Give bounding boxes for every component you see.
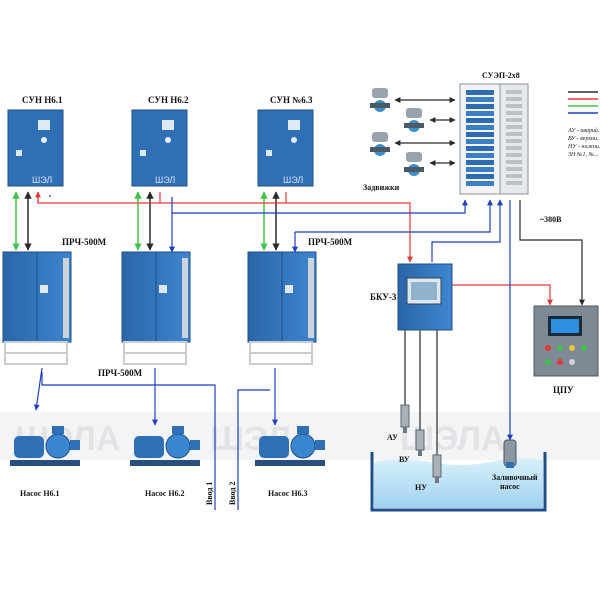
valve-icon <box>370 132 390 156</box>
suep-terminal <box>506 153 522 157</box>
suep-module <box>466 125 494 130</box>
pump-3: Насос Н6.3 <box>255 426 325 498</box>
legend-text: НУ - нижни... <box>567 144 600 150</box>
suep-terminal <box>506 104 522 108</box>
cpu-panel: ЦПУ <box>533 305 599 395</box>
sun-cabinet-1: СУН Н6.1 ШЭЛ <box>7 95 64 187</box>
suep-module <box>466 146 494 151</box>
valves: Задвижки <box>363 88 424 192</box>
suep-label: СУЭП-2x8 <box>482 71 520 80</box>
suep-module <box>466 118 494 123</box>
suep-module <box>466 153 494 158</box>
suep-terminal <box>506 181 522 185</box>
legend-text: ВУ - верхни... <box>568 136 600 142</box>
priming-pump-label: Заливочный <box>492 473 538 482</box>
black-links <box>24 191 280 251</box>
suep-modules <box>466 90 522 186</box>
suep-terminal <box>506 97 522 101</box>
sun-label: СУН №6.3 <box>270 95 313 105</box>
valve-icon <box>404 108 424 132</box>
level-sensor-au <box>400 404 410 433</box>
prch-drive-3: ПРЧ-500М <box>247 237 353 365</box>
suep-module <box>466 97 494 102</box>
prch-label: ПРЧ-500М <box>62 237 107 247</box>
level-sensor-nu <box>432 454 442 483</box>
legend-text: АУ - аварий... <box>567 127 600 134</box>
sensor-label-vu: ВУ <box>399 455 410 464</box>
suep-module <box>466 111 494 116</box>
suep-module <box>466 104 494 109</box>
suep-terminal <box>506 139 522 143</box>
suep-terminal <box>506 132 522 136</box>
suep-cabinet: СУЭП-2x8 <box>459 71 529 195</box>
suep-module <box>466 132 494 137</box>
suep-terminal <box>506 111 522 115</box>
suep-module <box>466 139 494 144</box>
prch-label: ПРЧ-500М <box>98 368 143 378</box>
suep-terminal <box>506 90 522 94</box>
priming-pump-label: насос <box>500 482 520 491</box>
suep-terminal <box>506 167 522 171</box>
mains-label: ~380В <box>540 215 562 224</box>
suep-terminal <box>506 174 522 178</box>
green-links <box>12 191 268 251</box>
suep-terminal <box>506 118 522 122</box>
suep-module <box>466 181 494 186</box>
suep-terminal <box>506 160 522 164</box>
panel-logo: ШЭЛ <box>283 175 303 185</box>
suep-module <box>466 174 494 179</box>
pump-label: Насос Н6.3 <box>268 489 308 498</box>
input-label: Ввод 1 <box>205 482 214 505</box>
sensor-label-au: АУ <box>387 433 398 442</box>
level-sensor-vu <box>415 429 425 456</box>
sun-label: СУН Н6.2 <box>148 95 189 105</box>
suep-terminal <box>506 146 522 150</box>
pump-label: Насос Н6.1 <box>20 489 60 498</box>
valve-icon <box>404 152 424 176</box>
sun-cabinet-2: СУН Н6.2 ШЭЛ <box>131 95 189 187</box>
suep-terminal <box>506 125 522 129</box>
prch-drive-1: ПРЧ-500М <box>2 237 107 365</box>
prch-drive-2: ПРЧ-500М <box>98 251 191 378</box>
valve-icon <box>370 88 390 112</box>
suep-module <box>466 90 494 95</box>
priming-pump-icon <box>503 439 517 468</box>
legend: АУ - аварий... ВУ - верхни... НУ - нижни..… <box>567 91 600 158</box>
sun-label: СУН Н6.1 <box>22 95 63 105</box>
cpu-label: ЦПУ <box>553 385 574 395</box>
black-right <box>394 97 585 455</box>
pump-1: Насос Н6.1 <box>10 426 80 498</box>
valves-label: Задвижки <box>363 183 400 192</box>
pump-label: Насос Н6.2 <box>145 489 185 498</box>
power-inputs: Ввод 1 Ввод 2 <box>205 482 237 505</box>
prch-label: ПРЧ-500М <box>308 237 353 247</box>
bku-controller: БКУ-3 <box>370 263 453 331</box>
sensor-label-nu: НУ <box>415 483 427 492</box>
pump-2: Насос Н6.2 <box>130 426 200 498</box>
suep-module <box>466 167 494 172</box>
panel-logo: ШЭЛ <box>155 175 175 185</box>
suep-module <box>466 160 494 165</box>
legend-text: ЗН №1, №... <box>568 152 599 158</box>
bku-label: БКУ-3 <box>370 292 397 302</box>
water-tank: АУ ВУ НУ Заливочный насос <box>370 404 547 512</box>
panel-logo: ШЭЛ <box>32 175 52 185</box>
sun-cabinet-3: СУН №6.3 ШЭЛ <box>257 95 314 187</box>
input-label: Ввод 2 <box>228 482 237 505</box>
blue-bus <box>33 195 513 510</box>
